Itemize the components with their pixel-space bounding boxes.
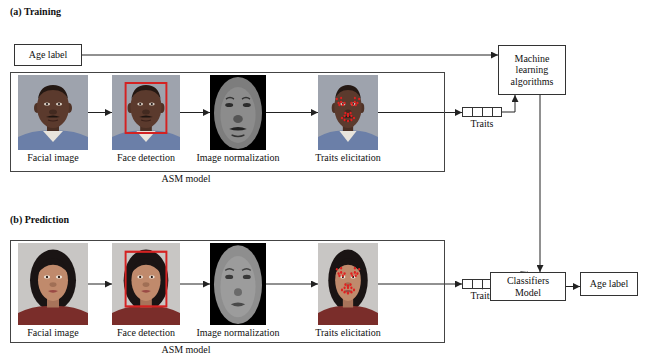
model-region: ASM modelFacial imageFace detectionImage…	[10, 240, 445, 343]
image-caption: Image normalization	[196, 327, 279, 339]
detection-box	[126, 83, 167, 133]
image-caption: Facial image	[27, 327, 78, 339]
face-photo	[112, 75, 180, 150]
detection-box	[126, 252, 167, 307]
model-region: ASM modelFacial imageFace detectionImage…	[10, 72, 445, 172]
face-image: Traits elicitation	[318, 243, 378, 325]
flow-arrow	[180, 284, 210, 285]
vector-label: Traits	[471, 118, 494, 130]
flow-arrow	[502, 95, 515, 112]
normalized-face	[210, 75, 266, 150]
face-image: Image normalization	[210, 243, 266, 325]
box-text: Classifiers Model	[494, 275, 562, 298]
face-photo	[318, 75, 378, 150]
image-caption: Traits elicitation	[315, 327, 380, 339]
face-image: Facial image	[18, 243, 88, 325]
process-box: Age label	[14, 44, 82, 66]
box-text: Machine learning algorithms	[502, 53, 562, 88]
landmark-dots	[336, 97, 360, 123]
face-image: Traits elicitation	[318, 75, 378, 150]
image-caption: Image normalization	[196, 152, 279, 164]
process-box: Machine learning algorithms	[498, 45, 566, 95]
region-label: ASM model	[161, 344, 210, 356]
flow-arrow	[88, 284, 112, 285]
flow-arrow	[566, 286, 580, 287]
flow-arrow	[378, 112, 462, 113]
process-box: Age label	[580, 272, 638, 296]
flow-arrow	[540, 95, 541, 272]
process-box: Classifiers Model	[490, 272, 566, 301]
face-photo	[18, 243, 88, 325]
flow-arrow	[88, 112, 112, 113]
section-label: (a) Training	[10, 6, 61, 17]
normalized-face	[210, 243, 266, 325]
flow-arrow	[378, 284, 462, 285]
face-image: Facial image	[18, 75, 88, 150]
face-photo	[112, 243, 180, 325]
image-caption: Face detection	[117, 152, 175, 164]
image-caption: Facial image	[27, 152, 78, 164]
section-label: (b) Prediction	[10, 214, 69, 225]
face-image: Face detection	[112, 75, 180, 150]
feature-vector: Traits	[462, 107, 502, 117]
flow-arrow	[266, 284, 318, 285]
face-photo	[18, 75, 88, 150]
face-image: Face detection	[112, 243, 180, 325]
region-label: ASM model	[161, 173, 210, 185]
box-text: Age label	[29, 49, 68, 61]
image-caption: Traits elicitation	[315, 152, 380, 164]
landmark-dots	[336, 267, 360, 295]
box-text: Age label	[590, 278, 629, 290]
flow-arrow	[82, 55, 498, 56]
flow-arrow	[180, 112, 210, 113]
face-photo	[318, 243, 378, 325]
face-image: Image normalization	[210, 75, 266, 150]
flow-arrow	[266, 112, 318, 113]
image-caption: Face detection	[117, 327, 175, 339]
